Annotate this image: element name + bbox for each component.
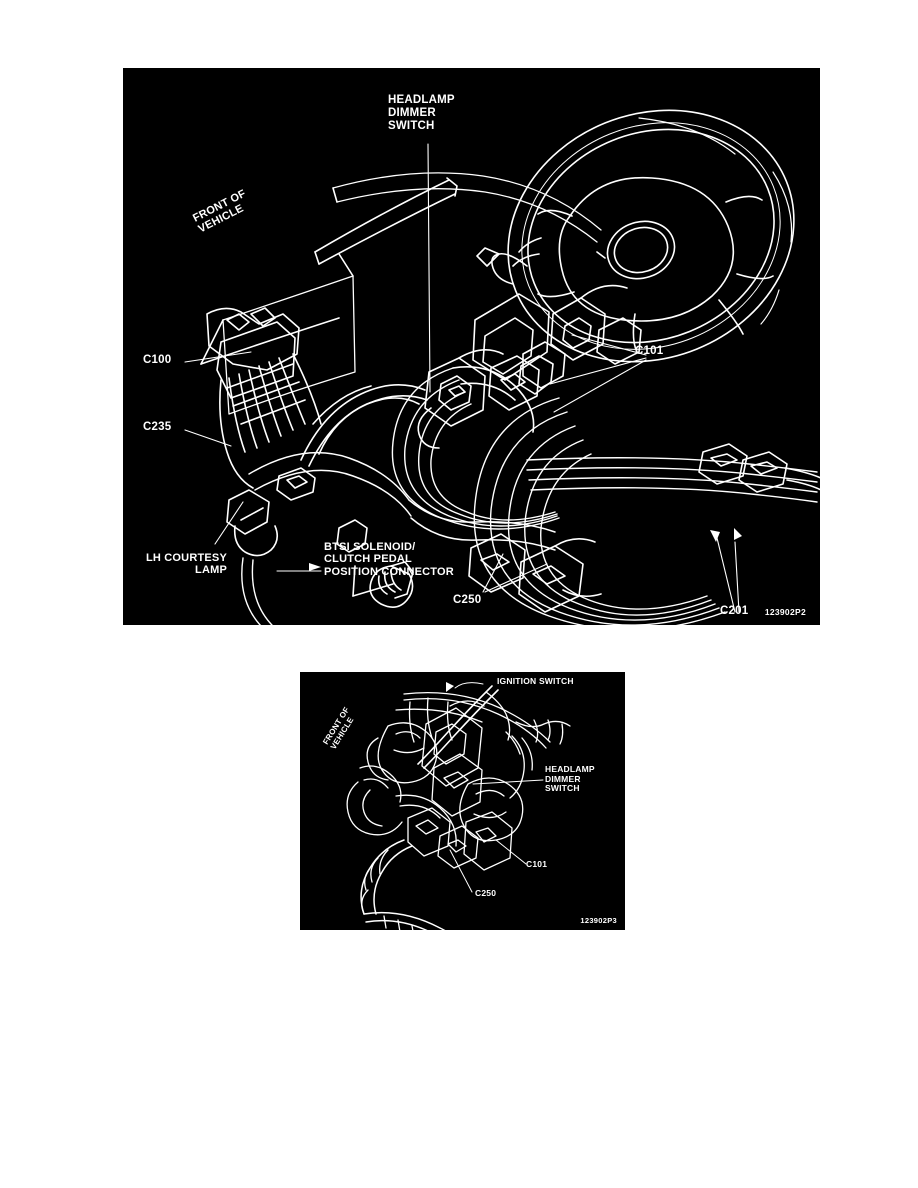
instrument-panel-line-art	[184, 109, 820, 625]
figure-instrument-panel-harness: HEADLAMP DIMMER SWITCH FRONT OF VEHICLE …	[123, 68, 820, 625]
label-c250-lower: C250	[475, 888, 497, 898]
label-lh-courtesy-lamp: LH COURTESY LAMP	[145, 552, 227, 577]
steering-column-line-art	[346, 682, 571, 930]
figure-id-lower: 123902P3	[580, 916, 617, 925]
label-ignition-switch: IGNITION SWITCH	[497, 676, 574, 686]
label-c101-lower: C101	[526, 859, 548, 869]
label-c101-upper: C101	[635, 345, 664, 357]
label-btsi-solenoid-clutch-pedal: BTSI SOLENOID/ CLUTCH PEDAL POSITION CON…	[324, 541, 454, 578]
label-c250-upper: C250	[453, 594, 482, 606]
label-headlamp-dimmer-switch-lower: HEADLAMP DIMMER SWITCH	[545, 764, 595, 794]
figure-steering-column-harness: IGNITION SWITCH FRONT OF VEHICLE HEADLAM…	[300, 672, 625, 930]
label-c201: C201	[720, 605, 749, 617]
label-headlamp-dimmer-switch-upper: HEADLAMP DIMMER SWITCH	[388, 94, 455, 132]
label-c235: C235	[143, 421, 172, 433]
figure-id-upper: 123902P2	[764, 607, 806, 617]
label-c100: C100	[143, 354, 172, 366]
